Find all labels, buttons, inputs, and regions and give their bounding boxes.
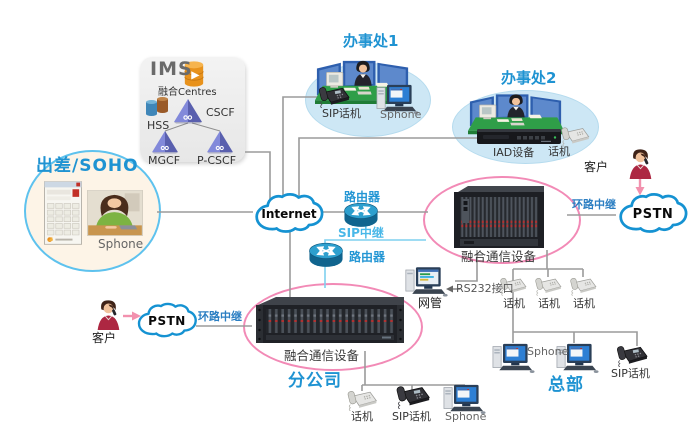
hq-phone-2-label: 话机 [538,297,560,310]
router-bottom-label: 路由器 [349,250,386,264]
soho-user-photo [87,190,143,236]
pstn-left-cloud: PSTN [136,300,198,342]
branch-sip-phone-icon [396,384,432,409]
branch-title: 分公司 [288,371,342,391]
pstn-left-label: PSTN [148,314,186,328]
hq-phone-3-icon [570,276,598,296]
hq-title: 总部 [548,375,584,395]
pcscf-label: P-CSCF [197,154,237,167]
mgcf-node-icon [151,130,179,154]
hss-label: HSS [147,119,170,132]
router-bottom-icon [307,242,345,268]
pcscf-node-icon [206,130,234,154]
hq-phone-2-icon [535,276,563,296]
branch-equipment-label: 融合通信设备 [284,348,360,363]
office2-phone-icon [561,125,591,147]
office1-sip-phone-label: SIP话机 [322,107,361,120]
hq-sip-phone-label: SIP话机 [611,367,650,380]
hq-phone-3-label: 话机 [573,297,595,310]
hq-equipment-rack-icon [452,184,546,250]
office2-iad-label: IAD设备 [493,146,535,159]
pstn-right-cloud: PSTN [612,192,694,236]
sip-trunk-label: SIP中继 [338,226,384,240]
branch-sip-phone-label: SIP话机 [392,410,431,423]
router-top-label: 路由器 [344,190,381,204]
branch-phone-label: 话机 [351,410,373,423]
office2-phone-label: 话机 [548,145,570,158]
branch-equipment-rack-icon [254,295,406,351]
branch-sphone-label: Sphone [445,410,487,423]
nms-computer-icon [404,264,448,298]
office2-title: 办事处2 [501,69,557,87]
soho-softphone-ui [44,180,82,246]
customer-right-icon [625,148,655,180]
customer-left-icon [93,299,123,331]
office1-title: 办事处1 [343,32,399,50]
pstn-right-label: PSTN [632,206,674,222]
hq-sip-phone-icon [616,344,650,367]
router-top-icon [342,202,380,228]
office2-iad-icon [477,127,561,146]
customer-right-label: 客户 [584,160,609,174]
soho-sphone-label: Sphone [98,237,144,251]
internet-cloud: Internet [250,192,328,236]
cscf-label: CSCF [206,106,235,119]
hss-database-icon [144,95,170,119]
soho-title: 出差/SOHO [36,156,139,176]
internet-label: Internet [261,207,317,221]
customer-left-label: 客户 [92,331,117,345]
mgcf-label: MGCF [148,154,181,167]
hq-equipment-label: 融合通信设备 [461,249,537,264]
office1-sip-phone-icon [318,85,352,108]
hq-phone-1-label: 话机 [503,297,525,310]
hq-sphone-label: Sphone [527,345,569,358]
loop-trunk-right-label: 环路中继 [572,198,616,211]
office1-sphone-label: Sphone [380,108,422,121]
branch-phone-icon [347,389,379,411]
nms-label: 网管 [418,296,443,310]
rs232-label: RS232接口 [456,282,514,295]
ims-core-label: 融合Centres [158,87,217,98]
cscf-node-icon [173,98,203,124]
loop-trunk-left-label: 环路中继 [198,310,242,323]
ims-title: IMS [150,58,193,80]
